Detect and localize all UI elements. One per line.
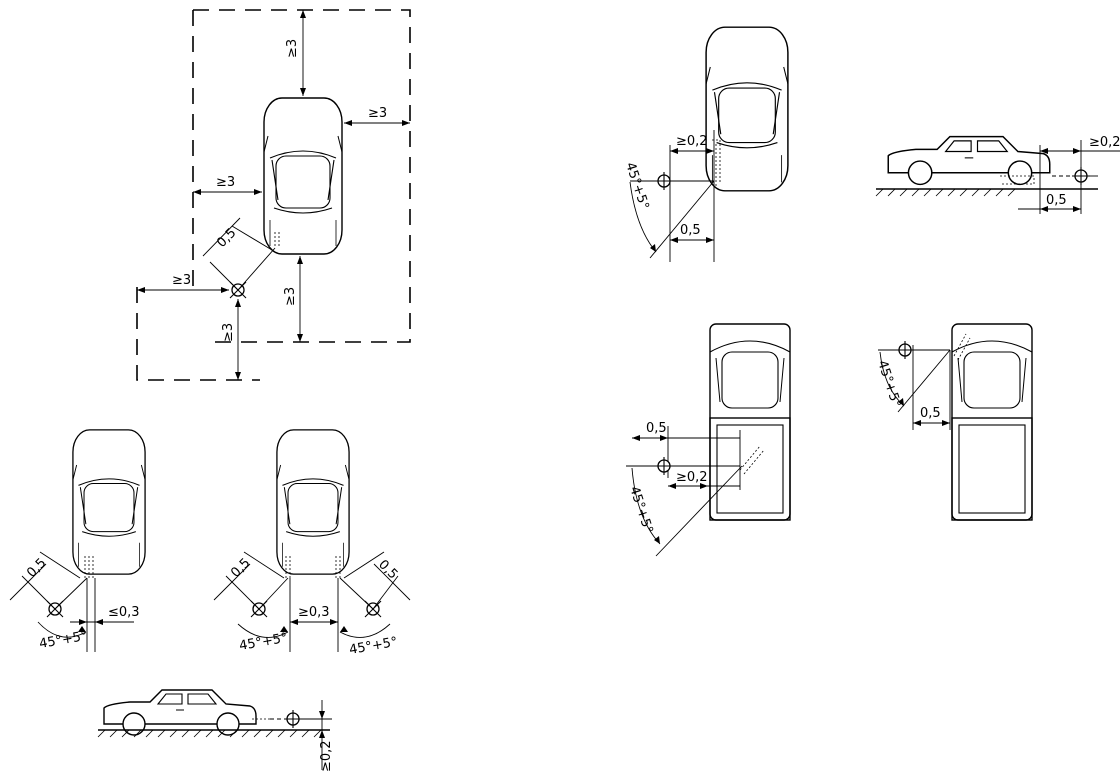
dim-height-label: ≥0,2: [319, 740, 334, 772]
figure-single-exhaust: 0,5 ≤0,3 45°+5°: [9, 429, 146, 652]
figure-clearance-zone: ≥3 ≥3 ≥3 ≥3 0,5 ≥3 ≥3: [136, 9, 411, 381]
dim-angle-label: 45°+5°: [626, 485, 655, 536]
dim-right-label: ≥3: [368, 106, 387, 121]
figure-side-view-offset: ≥0,2 0,5: [875, 135, 1120, 214]
probe-position-marker: [896, 341, 914, 359]
dim-bottom-label: ≥3: [283, 287, 298, 306]
figure-side-exhaust-top: ≥0,2 0,5 45°+5°: [622, 26, 789, 262]
dim-probe-horizontal-label: ≥3: [172, 273, 191, 288]
exhaust-pipe: [739, 445, 765, 475]
dim-right-diagonal-label: 0,5: [375, 557, 400, 582]
dim-angle-label: 45°+5°: [874, 359, 903, 410]
pickup-top-view: [951, 323, 1033, 521]
dim-offset-label: ≥0,2: [1089, 135, 1120, 150]
figure-pickup-side-exhaust: 0,5 45°+5°: [874, 323, 1033, 521]
car-top-view: [276, 429, 350, 575]
car-side-view: [103, 689, 257, 736]
exhaust-pipe: [953, 333, 971, 361]
car-side-view: [887, 135, 1051, 186]
car-top-view: [705, 26, 789, 192]
car-top-view: [263, 97, 343, 255]
dim-offset-label: ≥0,2: [676, 134, 708, 149]
clearance-boundary-lower: [136, 287, 260, 381]
dim-distance-label: 0,5: [646, 421, 667, 436]
figure-side-view-height: ≥0,2: [97, 689, 334, 772]
exhaust-pipe: [1000, 175, 1035, 185]
figure-pickup-center-exhaust: 0,5 ≥0,2 45°+5°: [626, 323, 791, 557]
probe-position-marker: [1072, 167, 1090, 185]
dim-distance-label: 0,5: [920, 406, 941, 421]
dim-left-diagonal-label: 0,5: [228, 556, 253, 581]
dim-angle-label: 45°+5°: [622, 161, 651, 212]
probe-position-marker: [284, 710, 302, 728]
dim-angle-label: 45°+5°: [38, 629, 89, 652]
dim-gap-label: ≤0,3: [108, 605, 140, 620]
dim-distance-label: 0,5: [1046, 193, 1067, 208]
figure-dual-exhaust: 0,5 45°+5° ≥0,3 0,5 45°+5°: [213, 429, 411, 658]
pickup-top-view: [709, 323, 791, 521]
dim-left-label: ≥3: [216, 175, 235, 190]
dim-top-label: ≥3: [285, 39, 300, 58]
dim-offset-label: ≥0,2: [676, 470, 708, 485]
dim-probe-vertical-label: ≥3: [221, 323, 236, 342]
clearance-boundary-upper: [193, 9, 411, 343]
exhaust-pipe: [712, 139, 721, 186]
dim-gap-label: ≥0,3: [298, 605, 330, 620]
dim-distance-label: 0,5: [680, 223, 701, 238]
car-top-view: [72, 429, 146, 575]
dim-diagonal-label: 0,5: [214, 226, 239, 251]
dim-left-angle-label: 45°+5°: [238, 631, 289, 654]
exhaust-pipe: [274, 232, 280, 248]
dim-right-angle-label: 45°+5°: [348, 635, 399, 658]
dim-diagonal-label: 0,5: [24, 556, 49, 581]
